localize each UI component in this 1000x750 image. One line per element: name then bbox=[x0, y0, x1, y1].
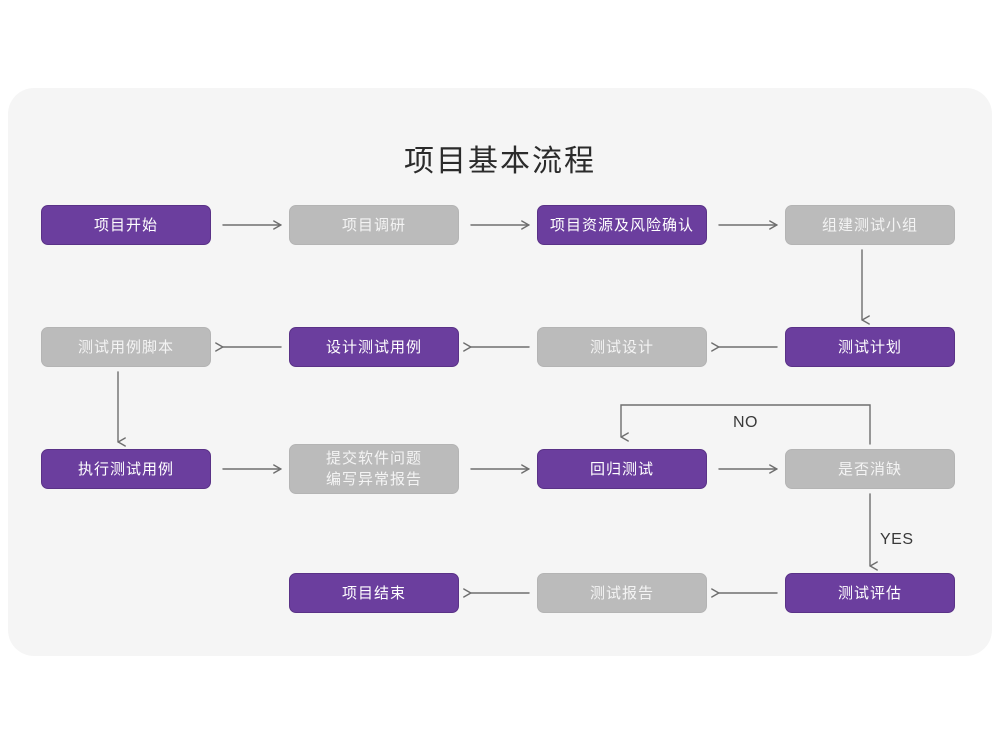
node-test-case-script[interactable]: 测试用例脚本 bbox=[41, 327, 211, 367]
node-design-test-case[interactable]: 设计测试用例 bbox=[289, 327, 459, 367]
node-submit-issue-report[interactable]: 提交软件问题 编写异常报告 bbox=[289, 444, 459, 494]
node-test-report[interactable]: 测试报告 bbox=[537, 573, 707, 613]
node-defect-resolved[interactable]: 是否消缺 bbox=[785, 449, 955, 489]
edge-label-no: NO bbox=[733, 414, 758, 431]
node-project-research[interactable]: 项目调研 bbox=[289, 205, 459, 245]
flowchart-diagram: NO YES 项目开始 项目调研 项目资源及风险确认 组建测试小组 测试用例脚本… bbox=[8, 88, 992, 656]
page-title: 项目基本流程 bbox=[404, 145, 596, 178]
node-test-evaluation[interactable]: 测试评估 bbox=[785, 573, 955, 613]
edge-layer bbox=[117, 220, 878, 598]
flowchart-card: 项目基本流程 bbox=[8, 88, 992, 656]
node-resource-risk-confirm[interactable]: 项目资源及风险确认 bbox=[537, 205, 707, 245]
node-project-start[interactable]: 项目开始 bbox=[41, 205, 211, 245]
node-test-design[interactable]: 测试设计 bbox=[537, 327, 707, 367]
node-regression-test[interactable]: 回归测试 bbox=[537, 449, 707, 489]
edge-label-yes: YES bbox=[880, 531, 914, 548]
node-execute-test-case[interactable]: 执行测试用例 bbox=[41, 449, 211, 489]
node-test-plan[interactable]: 测试计划 bbox=[785, 327, 955, 367]
node-build-test-team[interactable]: 组建测试小组 bbox=[785, 205, 955, 245]
node-project-end[interactable]: 项目结束 bbox=[289, 573, 459, 613]
